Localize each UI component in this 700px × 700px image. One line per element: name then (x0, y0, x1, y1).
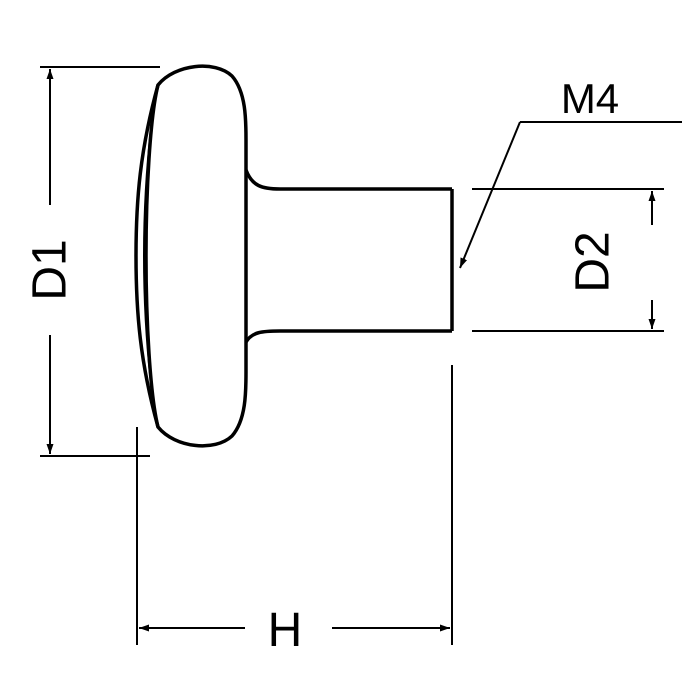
knob-stem (244, 169, 454, 344)
knob-head (134, 64, 248, 448)
h-label: H (268, 604, 303, 657)
knob-face-curve-inner (143, 119, 153, 393)
stem-upper-fillet (244, 169, 452, 191)
dimension-lines (40, 66, 682, 645)
knob-head-outline (144, 64, 248, 448)
thread-label: M4 (561, 75, 619, 122)
stem-lower-fillet (244, 329, 452, 344)
knob-face-curve-outer (134, 84, 160, 428)
d1-label: D1 (24, 239, 77, 300)
d2-label: D2 (567, 231, 620, 292)
m4-leader-arrow (459, 121, 521, 269)
